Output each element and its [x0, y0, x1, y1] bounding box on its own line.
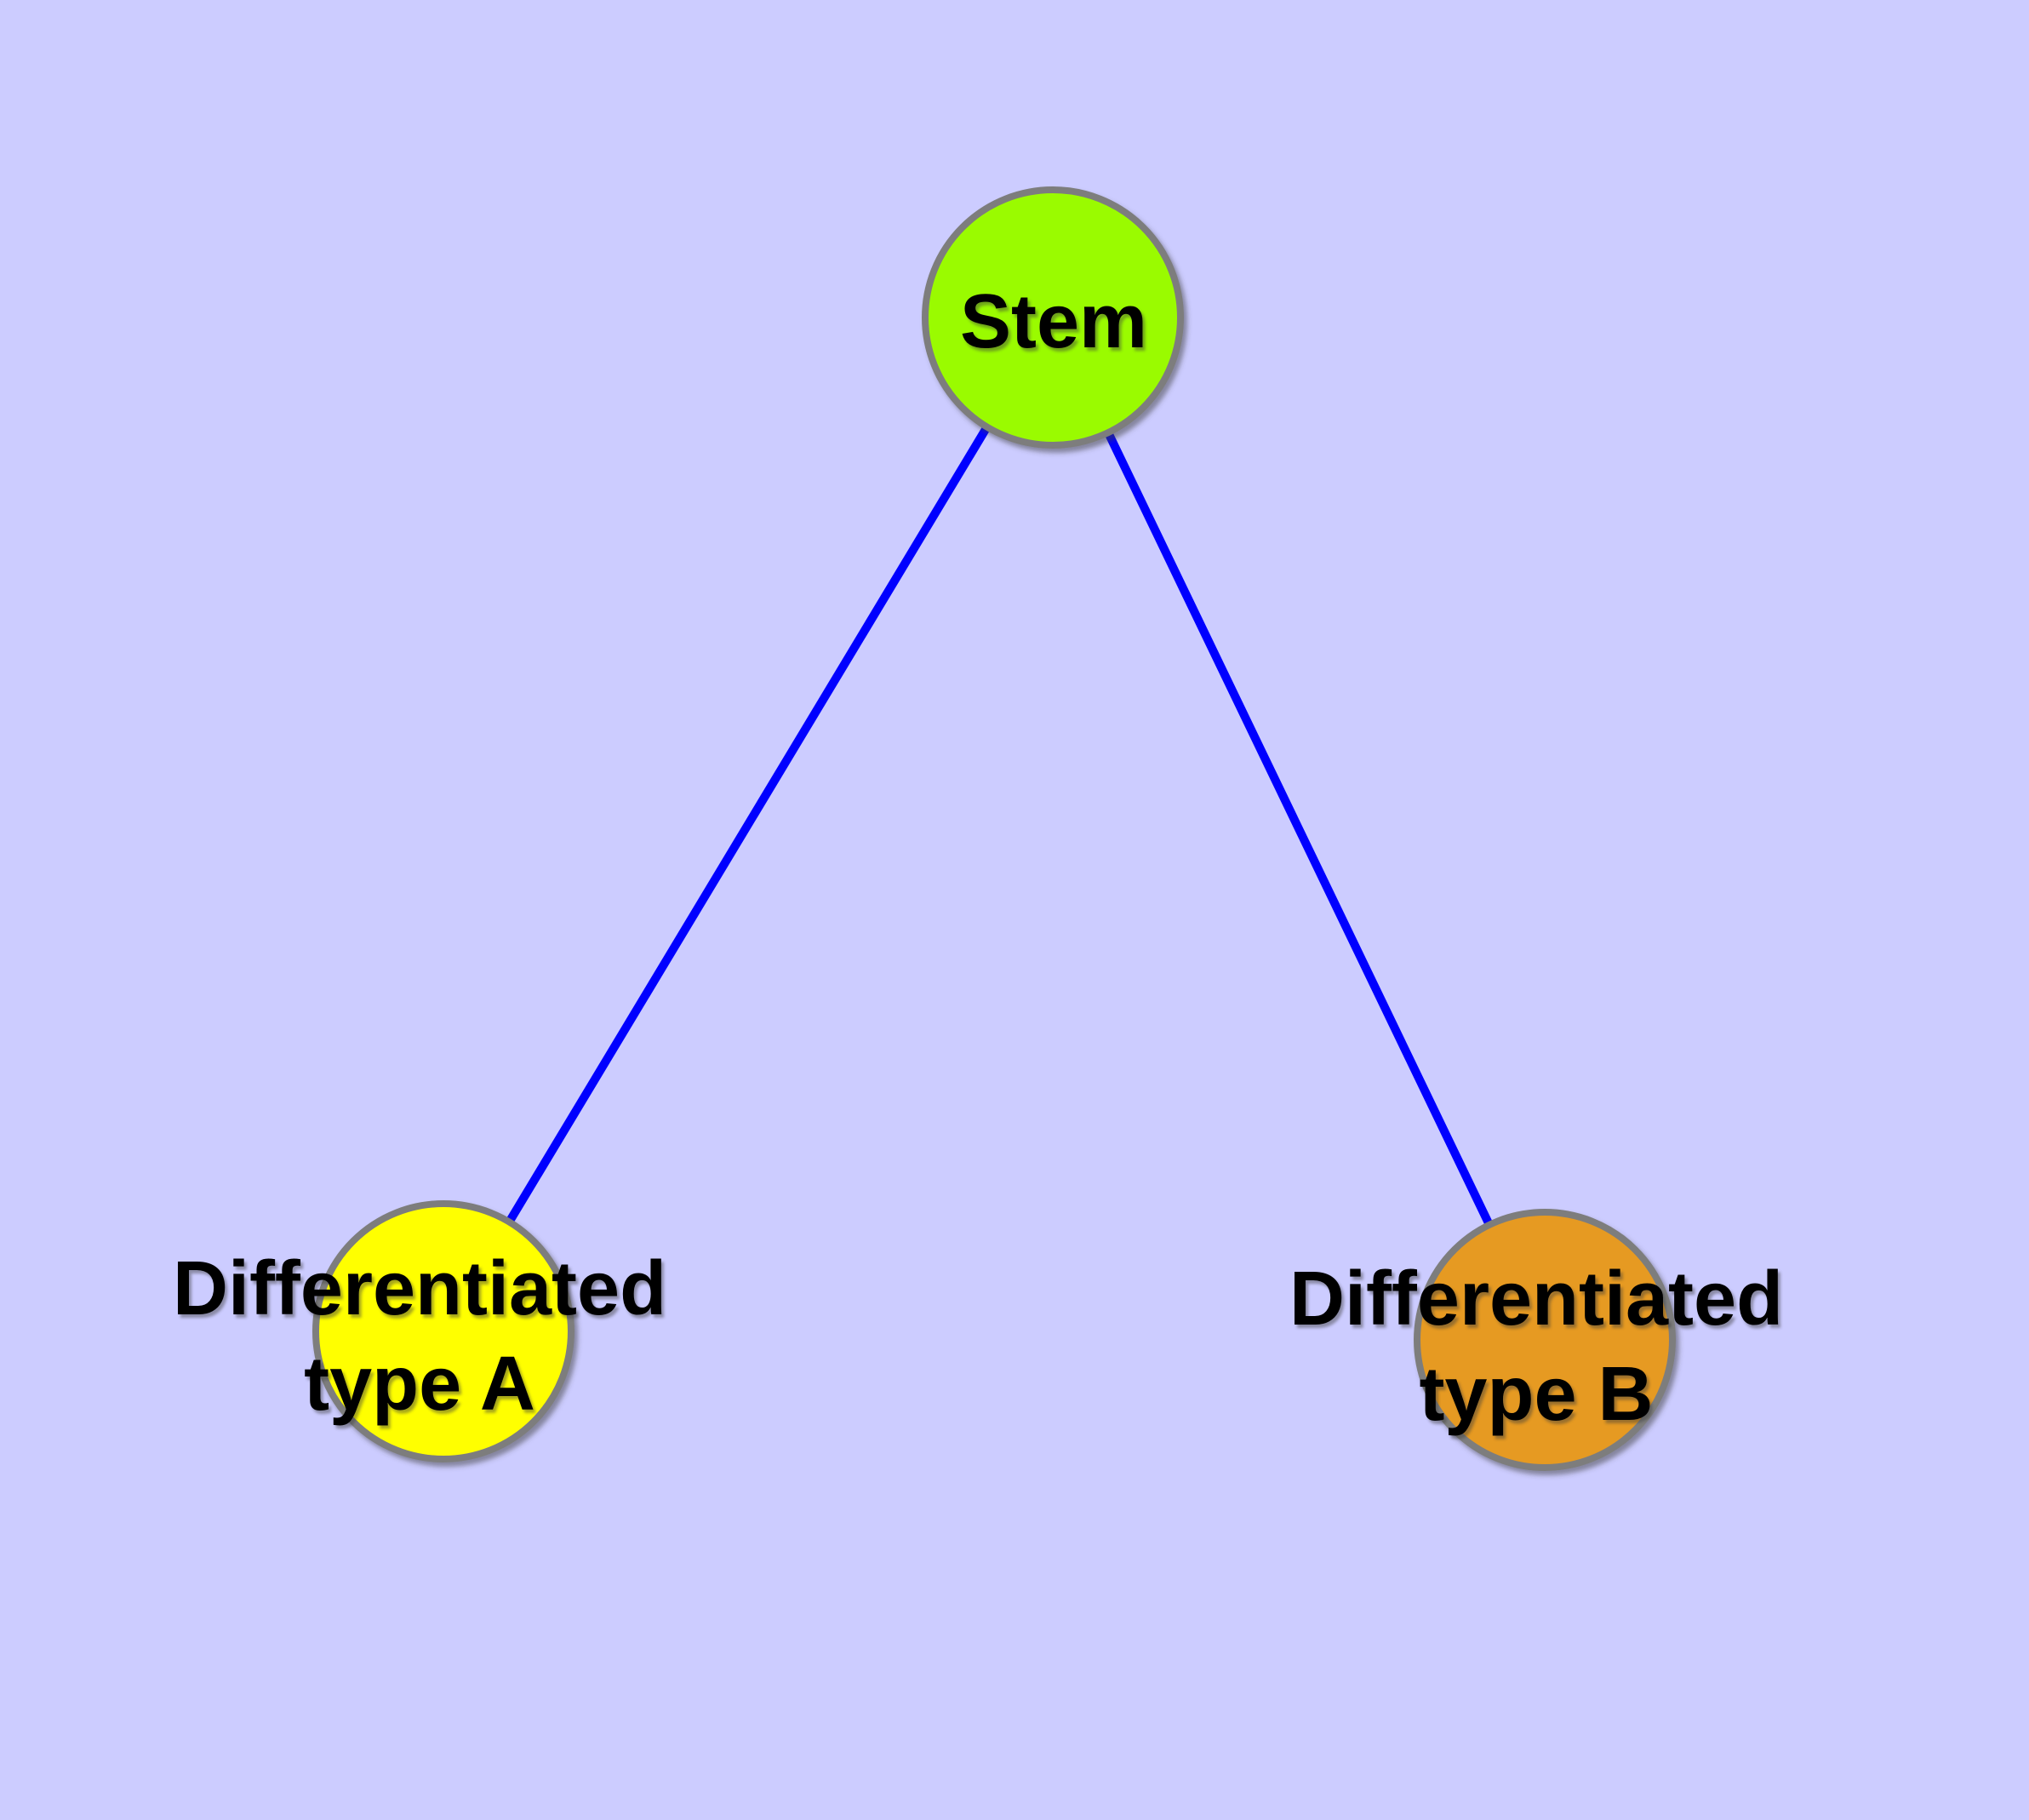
node-type-a [312, 1200, 574, 1462]
node-type-a-label: Differentiated type A [172, 1246, 667, 1427]
node-stem-label: Stem [959, 279, 1148, 364]
node-stem [922, 186, 1184, 449]
node-type-b-label: Differentiated type B [1289, 1256, 1784, 1437]
node-type-b [1414, 1209, 1676, 1471]
edge-stem-to-type-a [439, 315, 1057, 1334]
edge-stem-to-type-b [1049, 315, 1549, 1342]
